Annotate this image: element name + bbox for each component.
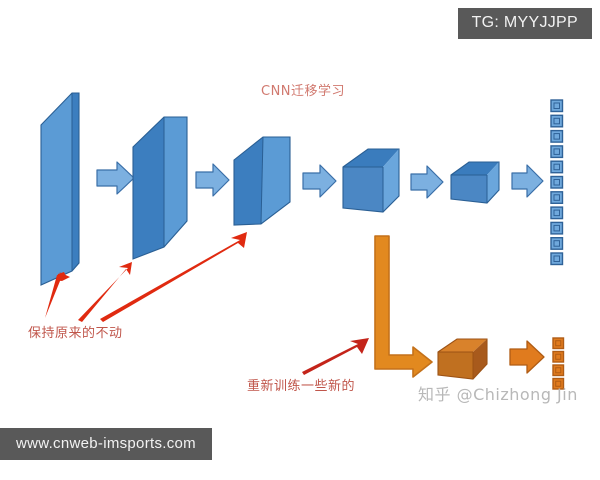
output-unit-blue-core <box>553 148 561 155</box>
site-url-badge: www.cnweb-imsports.com <box>0 428 212 460</box>
output-unit-blue <box>550 114 564 128</box>
output-unit-blue <box>550 99 564 113</box>
output-unit-blue <box>550 145 564 159</box>
flow-arrow-3 <box>302 164 337 198</box>
flow-arrow-4 <box>410 165 444 199</box>
telegram-tag-badge: TG: MYYJJPP <box>457 8 592 39</box>
output-unit-blue-core <box>553 163 561 171</box>
output-unit-orange <box>552 377 565 390</box>
flow-arrow-2 <box>195 163 230 197</box>
output-units-blue <box>550 99 564 266</box>
flow-arrow-5 <box>511 164 544 198</box>
output-unit-orange-core <box>555 353 562 360</box>
red-arrow-to-layer-2 <box>78 262 132 322</box>
output-unit-orange-core <box>555 340 562 347</box>
output-unit-blue <box>550 191 564 205</box>
zhihu-watermark: 知乎 @Chizhong Jin <box>418 385 578 404</box>
output-unit-orange <box>552 350 565 363</box>
block-layer-3 <box>233 136 291 226</box>
output-unit-blue-core <box>553 194 561 201</box>
output-unit-blue <box>550 175 564 189</box>
output-unit-blue-core <box>553 102 561 110</box>
red-arrow-to-orange-branch <box>302 338 369 375</box>
output-unit-orange <box>552 337 565 350</box>
output-unit-orange-core <box>555 380 562 387</box>
block-layer-5 <box>450 161 500 204</box>
output-unit-blue <box>550 206 564 220</box>
output-unit-blue <box>550 252 564 266</box>
output-unit-orange-core <box>555 367 562 374</box>
orange-elbow-arrow <box>374 235 433 378</box>
block-layer-1 <box>40 92 80 286</box>
output-unit-blue <box>550 221 564 235</box>
annotation-label-retrain-new: 重新训练一些新的 <box>247 379 356 394</box>
block-layer-4 <box>342 148 400 213</box>
output-unit-blue-core <box>553 117 561 125</box>
output-units-orange <box>552 337 565 390</box>
output-unit-blue-core <box>553 133 561 140</box>
annotation-label-keep-frozen: 保持原来的不动 <box>28 326 123 341</box>
output-unit-blue-core <box>553 209 561 217</box>
block-layer-2 <box>132 116 188 260</box>
new-layer-box <box>437 338 488 380</box>
orange-flow-arrow <box>509 340 545 374</box>
output-unit-blue-core <box>553 240 561 247</box>
output-unit-blue <box>550 160 564 174</box>
output-unit-blue <box>550 129 564 143</box>
flow-arrow-1 <box>96 161 135 195</box>
output-unit-blue-core <box>553 255 561 263</box>
red-arrow-to-layer-1 <box>45 272 70 318</box>
diagram-title: CNN迁移学习 <box>261 84 346 99</box>
output-unit-orange <box>552 364 565 377</box>
output-unit-blue-core <box>553 178 561 186</box>
output-unit-blue-core <box>553 224 561 232</box>
output-unit-blue <box>550 236 564 250</box>
red-arrow-to-layer-3 <box>100 232 247 322</box>
